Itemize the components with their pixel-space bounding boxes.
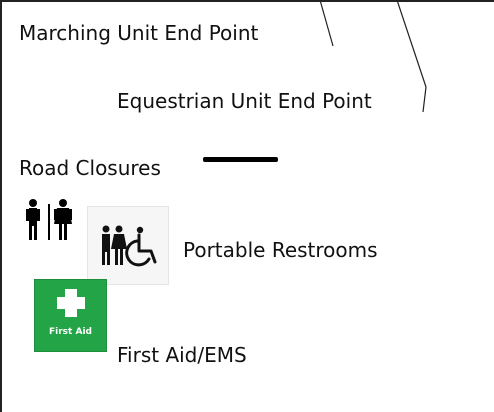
- equestrian-unit-end-point-label: Equestrian Unit End Point: [117, 89, 372, 113]
- portable-restrooms-label: Portable Restrooms: [183, 238, 378, 262]
- marching-unit-end-point-label: Marching Unit End Point: [19, 21, 259, 45]
- road-closure-line-swatch: [203, 157, 278, 162]
- restroom-people-icon: [18, 196, 80, 244]
- road-closures-label: Road Closures: [19, 156, 161, 180]
- first-aid-icon-text: First Aid: [49, 327, 92, 337]
- first-aid-ems-label: First Aid/EMS: [117, 343, 247, 367]
- first-aid-cross-icon: First Aid: [34, 279, 107, 352]
- restroom-accessible-icon: [87, 206, 169, 285]
